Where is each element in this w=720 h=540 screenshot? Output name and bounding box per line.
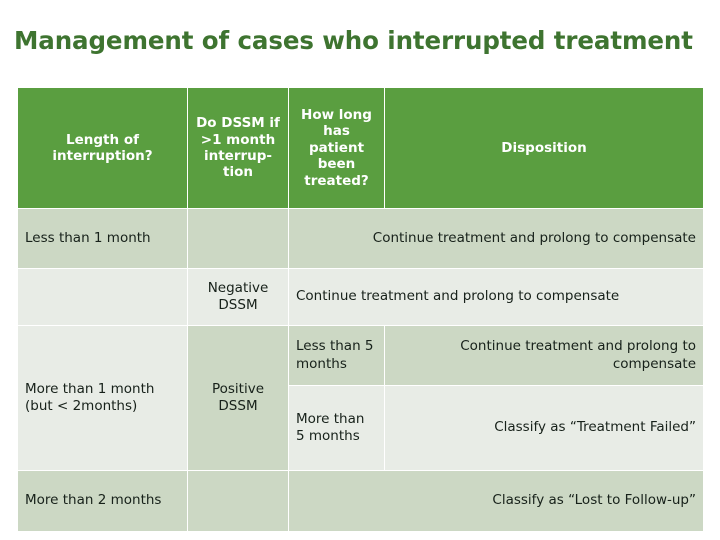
- cell-disposition-row4: Classify as “Treatment Failed”: [384, 385, 704, 471]
- table-row: Less than 1 month Continue treatment and…: [17, 208, 704, 269]
- cell-length-empty-row2: [17, 268, 188, 326]
- management-matrix-table: Length of interruption? Do DSSM if >1 mo…: [17, 87, 704, 532]
- cell-dssm-empty-row5: [187, 470, 289, 532]
- cell-dssm-positive: Positive DSSM: [187, 325, 289, 471]
- cell-disposition-row1: Continue treatment and prolong to compen…: [288, 208, 704, 269]
- cell-disposition-row5: Classify as “Lost to Follow-up”: [288, 470, 704, 532]
- table-row: More than 2 months Classify as “Lost to …: [17, 470, 704, 532]
- cell-length-less-than-1-month: Less than 1 month: [17, 208, 188, 269]
- table-row: More than 5 months Classify as “Treatmen…: [18, 385, 704, 471]
- column-header-length-of-interruption: Length of interruption?: [17, 87, 188, 209]
- column-header-do-dssm: Do DSSM if >1 month interrup-tion: [187, 87, 289, 209]
- table-row: Negative DSSM Continue treatment and pro…: [17, 268, 704, 326]
- cell-dssm-negative: Negative DSSM: [187, 268, 289, 326]
- cell-dssm-empty-row1: [187, 208, 289, 269]
- cell-disposition-row3: Continue treatment and prolong to compen…: [384, 325, 704, 386]
- table-row: More than 1 month (but < 2months) Positi…: [17, 325, 704, 471]
- cell-duration-more-than-5-months: More than 5 months: [288, 385, 385, 471]
- column-header-disposition: Disposition: [384, 87, 704, 209]
- cell-length-more-than-1-month: More than 1 month (but < 2months): [17, 325, 188, 471]
- table-header-row: Length of interruption? Do DSSM if >1 mo…: [17, 87, 704, 209]
- cell-length-more-than-2-months: More than 2 months: [17, 470, 188, 532]
- management-matrix-table-wrapper: Length of interruption? Do DSSM if >1 mo…: [17, 87, 704, 532]
- cell-disposition-row2: Continue treatment and prolong to compen…: [288, 268, 704, 326]
- page-title: Management of cases who interrupted trea…: [14, 26, 693, 55]
- cell-duration-less-than-5-months: Less than 5 months: [288, 325, 385, 386]
- column-header-how-long-treated: How long has patient been treated?: [288, 87, 385, 209]
